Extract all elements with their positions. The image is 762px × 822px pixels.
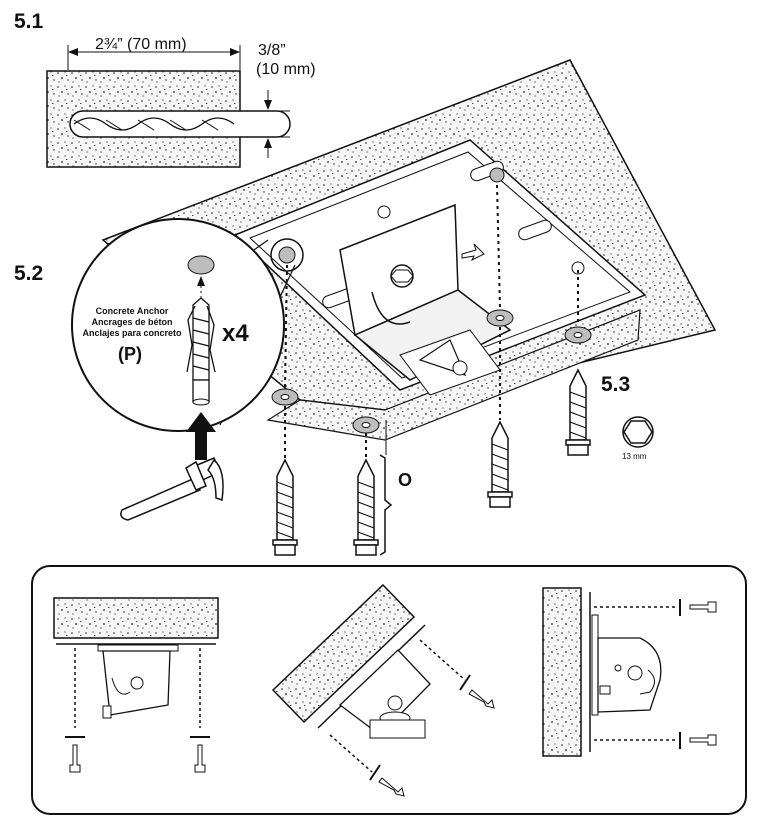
ceiling-mount-view <box>53 597 219 773</box>
wrench-size-label: 13 mm <box>622 452 647 461</box>
drill-diameter-fraction: 3/8” <box>258 42 286 59</box>
anchor-label-group: Concrete Anchor Ancrages de béton Anclaj… <box>72 306 192 339</box>
anchor-sleeve <box>186 297 216 381</box>
mounting-plate <box>233 139 647 396</box>
washers <box>271 309 592 434</box>
bolt-group-label: O <box>398 470 413 490</box>
angled-mount-view <box>271 583 495 797</box>
drill-hole-detail <box>46 45 291 168</box>
drill-bit-icon <box>69 110 291 138</box>
hammer-icon <box>120 457 224 521</box>
bolt-group-bracket <box>379 454 393 556</box>
anchor-part-label: (P) <box>118 344 142 364</box>
arrow-up-icon <box>186 412 216 460</box>
hex-socket-icon <box>622 416 654 448</box>
wall-mount-view <box>542 587 717 757</box>
anchor-detail-circle <box>71 218 304 460</box>
step-5-2-label: 5.2 <box>14 262 44 285</box>
anchor-label-es: Anclajes para concreto <box>82 328 182 338</box>
drill-diameter-mm: (10 mm) <box>256 61 316 78</box>
lag-bolts <box>272 368 591 556</box>
drill-depth-label: 2¾” (70 mm) <box>95 36 187 53</box>
anchor-label-fr: Ancrages de béton <box>91 317 173 327</box>
step-5-1-label: 5.1 <box>14 10 44 33</box>
step-5-3-label: 5.3 <box>601 373 631 396</box>
anchor-quantity: x4 <box>222 320 249 347</box>
anchor-label-en: Concrete Anchor <box>95 306 169 316</box>
